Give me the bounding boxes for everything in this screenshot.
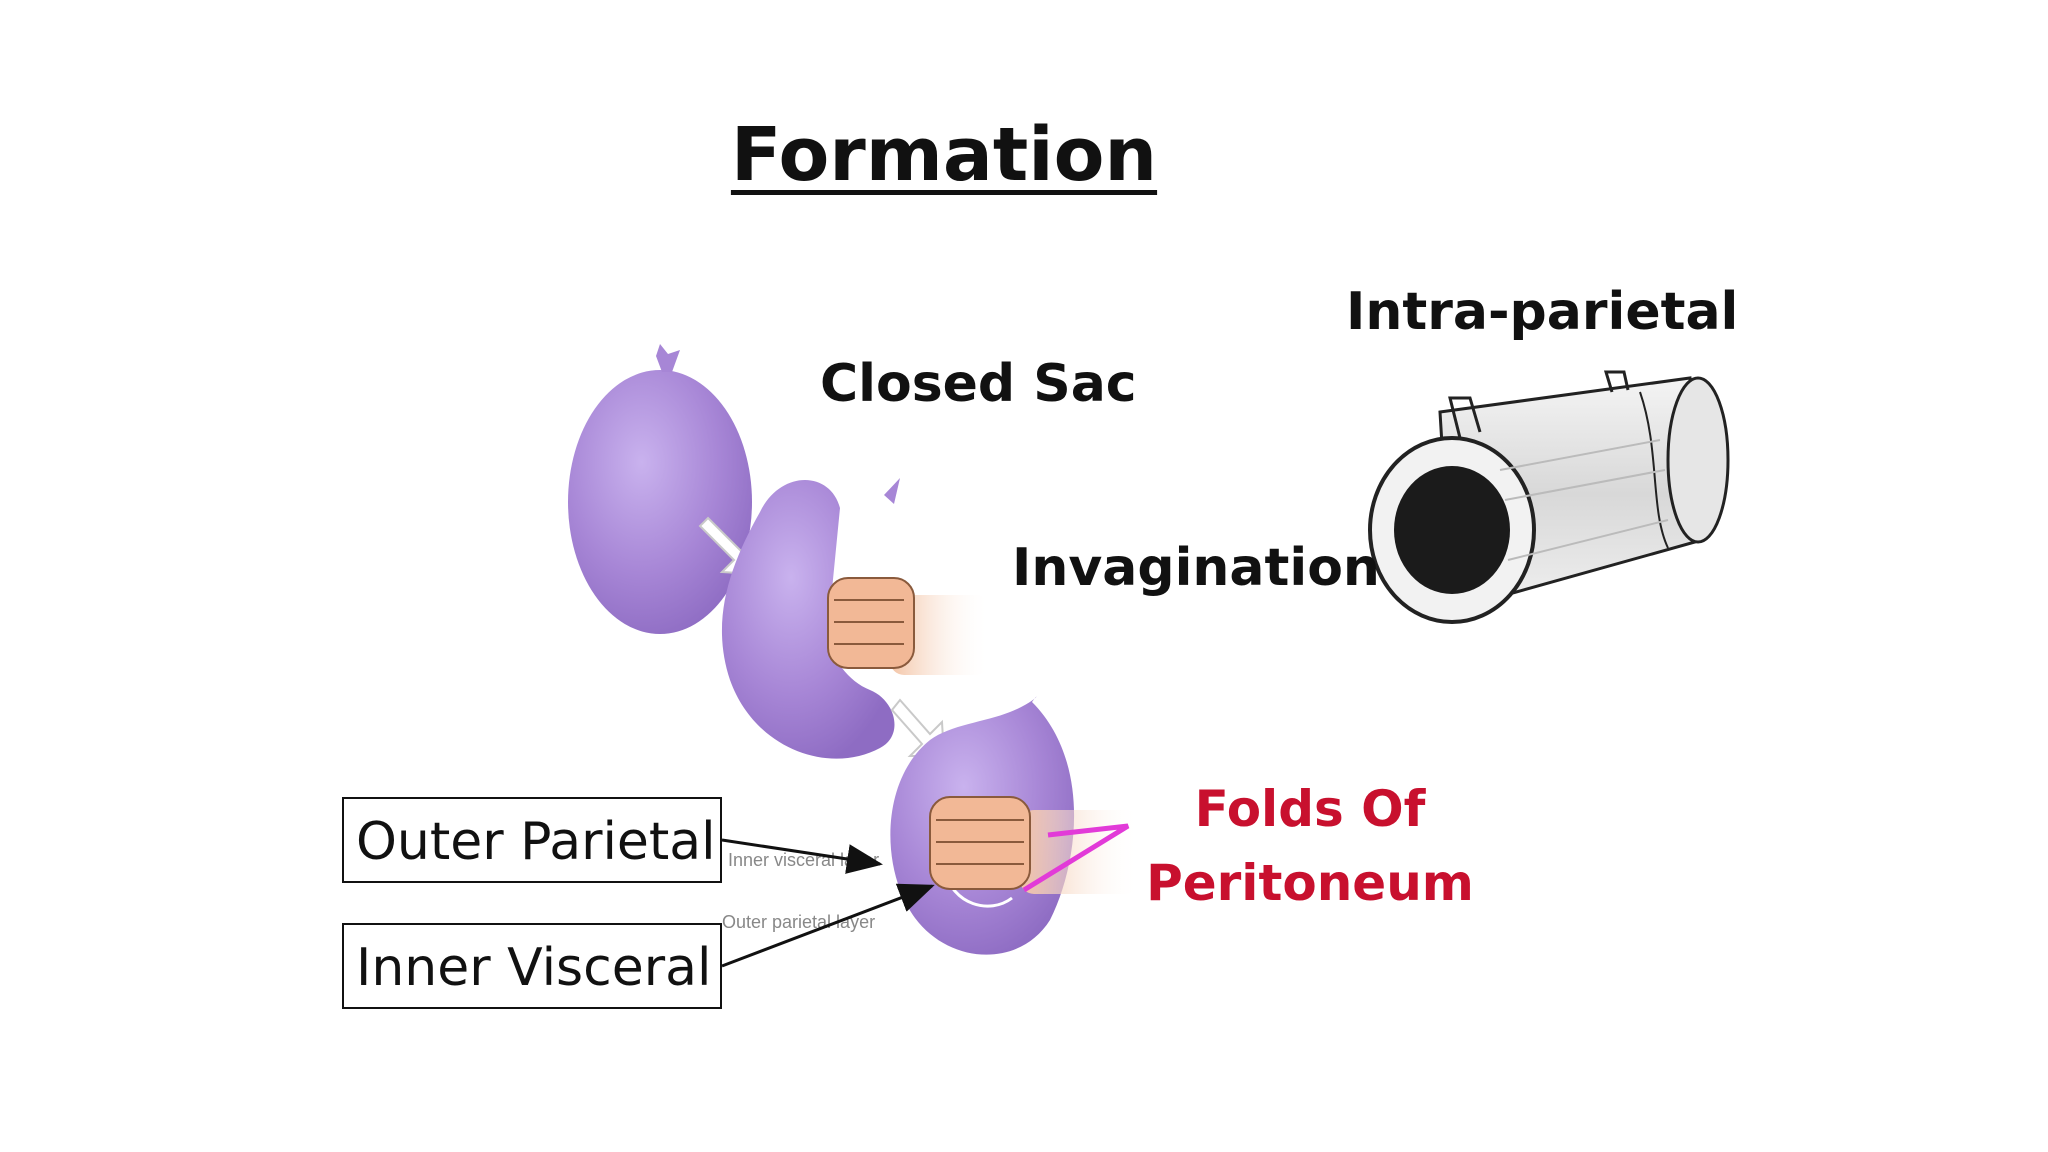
invaginating-sac-icon — [721, 478, 900, 759]
slide-title: Formation — [730, 112, 1158, 198]
outer-layer-caption: Outer parietal layer — [722, 912, 875, 932]
folds-of-peritoneum-label: Folds Of Peritoneum — [1146, 780, 1474, 912]
fist-icon — [827, 577, 990, 675]
intra-parietal-label: Intra-parietal — [1346, 282, 1739, 342]
balloon-sac-icon — [568, 344, 752, 634]
outer-pointer-arrow — [721, 838, 883, 874]
invagination-label: Invagination — [1012, 538, 1380, 598]
inner-layer-caption: Inner visceral layer — [728, 850, 879, 870]
inner-visceral-box: Inner Visceral — [342, 923, 722, 1009]
folds-bracket — [1022, 823, 1130, 893]
intestine-tube-icon — [1368, 370, 1730, 624]
inner-pointer-arrow — [721, 883, 935, 968]
outer-parietal-box: Outer Parietal — [342, 797, 722, 883]
closed-sac-label: Closed Sac — [820, 354, 1137, 414]
